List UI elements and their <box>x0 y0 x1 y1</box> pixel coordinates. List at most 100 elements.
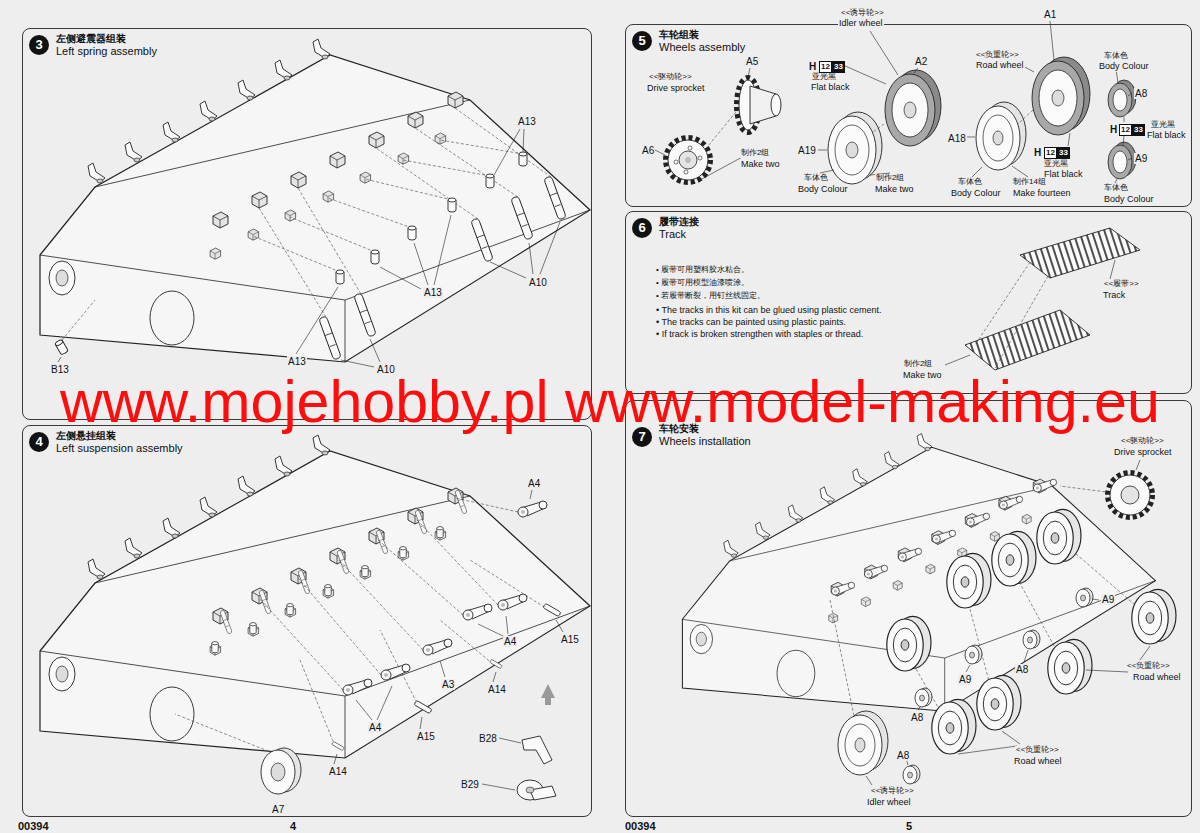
part-number: A13 <box>287 356 307 367</box>
hull-drawing <box>62 108 551 340</box>
part-number: A4 <box>368 722 382 733</box>
hull-drawing <box>831 582 854 595</box>
english-text: Body Colour <box>797 185 849 195</box>
paint-code-box: 12 <box>1119 124 1132 136</box>
hull-drawing <box>334 490 563 790</box>
hull-drawing <box>259 498 518 690</box>
hull-drawing <box>478 490 563 682</box>
wheel-parts <box>674 160 678 164</box>
chinese-text: 亚光黑 <box>1043 160 1069 169</box>
step-number-text: 7 <box>638 430 645 445</box>
english-text: Idler wheel <box>866 798 912 808</box>
hull-drawing <box>336 270 344 284</box>
hull-drawing <box>898 548 921 561</box>
chinese-text: 车体色 <box>957 178 983 187</box>
wheel-parts <box>1039 70 1077 126</box>
hull-drawing <box>175 560 549 755</box>
wheel-parts <box>708 110 1033 146</box>
step-title-en: Track <box>659 228 686 241</box>
step-number-disc <box>632 218 652 238</box>
english-text: Road wheel <box>1013 757 1063 767</box>
track-links <box>965 310 1090 370</box>
hull-drawing <box>541 684 555 705</box>
hull-drawing <box>332 741 345 750</box>
chinese-text: 亚光黑 <box>811 73 837 82</box>
hull-drawing <box>482 738 521 790</box>
page-footer: 5 <box>906 820 912 832</box>
paint-code: 33 <box>834 62 843 71</box>
chinese-text: <<履带>> <box>1103 280 1140 289</box>
part-number: A6 <box>641 145 655 156</box>
hull-drawing <box>906 646 1150 765</box>
chinese-text: <<驱动轮>> <box>648 73 693 82</box>
english-text: Make two <box>740 160 781 170</box>
wheel-parts <box>771 94 781 116</box>
part-number: B29 <box>460 779 480 790</box>
hull-drawing <box>519 152 527 166</box>
chinese-text: 制作2组 <box>740 149 770 158</box>
hull-drawing <box>966 460 1140 672</box>
chinese-text: 制作14组 <box>1012 178 1047 187</box>
hull-drawing <box>463 604 492 620</box>
hull-drawing <box>1023 630 1040 649</box>
hull-drawing <box>376 530 388 554</box>
hull-drawing <box>253 140 523 272</box>
wheel-parts <box>1032 61 1084 135</box>
part-number: A3 <box>441 679 455 690</box>
paint-code: 12 <box>821 62 830 71</box>
wheel-parts <box>655 21 1136 184</box>
hull-drawing <box>1037 509 1081 564</box>
wheel-parts <box>846 142 858 158</box>
chinese-text: 制作2组 <box>903 360 933 369</box>
hull-drawing <box>490 222 560 278</box>
hull-drawing <box>220 610 232 634</box>
hull-drawing <box>455 490 467 514</box>
english-text: Body Colour <box>1103 195 1155 205</box>
wheel-parts <box>666 138 710 182</box>
part-number: A9 <box>958 674 972 685</box>
hull-drawing <box>296 287 338 354</box>
hull-drawing <box>40 435 590 758</box>
hull-drawing <box>830 486 1150 745</box>
chinese-text: <<负重轮>> <box>975 51 1020 60</box>
chinese-text: • 履带可用塑料胶水粘合。 <box>655 266 750 275</box>
english-text: Drive sprocket <box>1113 448 1173 458</box>
step-number-text: 3 <box>35 38 42 53</box>
page-footer: 4 <box>290 820 296 832</box>
wheel-parts <box>1108 83 1132 117</box>
hull-drawing <box>415 510 427 534</box>
track-links <box>945 228 1140 370</box>
part-number: A19 <box>797 145 817 156</box>
wheel-parts <box>892 83 928 137</box>
hull-drawing <box>977 675 1021 730</box>
wheel-parts <box>698 156 702 160</box>
paint-code-box: 12 <box>819 61 832 73</box>
hull-drawing <box>522 736 552 764</box>
hull-drawing <box>261 750 295 794</box>
hull-drawing <box>250 623 256 634</box>
english-text: • The tracks in this kit can be glued us… <box>655 306 883 316</box>
hull-drawing <box>319 316 342 360</box>
hull-drawing <box>62 108 551 340</box>
hull-drawing <box>855 738 865 752</box>
wheel-parts <box>1113 89 1127 111</box>
hull-drawing <box>381 664 410 680</box>
part-number: A2 <box>914 56 928 67</box>
part-number: A8 <box>1134 88 1148 99</box>
hull-drawing <box>1076 588 1093 607</box>
hull-drawing <box>903 765 920 784</box>
hull-drawing <box>486 174 494 188</box>
step-title-cn: 左侧悬挂组装 <box>56 430 116 442</box>
page-footer: 00394 <box>18 820 49 832</box>
hull-drawing <box>325 585 331 596</box>
part-number: A8 <box>896 750 910 761</box>
paint-code-box: 33 <box>832 61 845 73</box>
english-text: Track <box>1102 291 1126 301</box>
wheel-parts <box>885 74 935 146</box>
hull-drawing <box>380 215 451 289</box>
hull-drawing <box>866 460 1150 785</box>
chinese-text: 亚光黑 <box>1150 121 1176 130</box>
chinese-text: 制作2组 <box>875 174 905 183</box>
english-text: Flat black <box>810 83 851 93</box>
wheel-parts <box>983 115 1013 161</box>
